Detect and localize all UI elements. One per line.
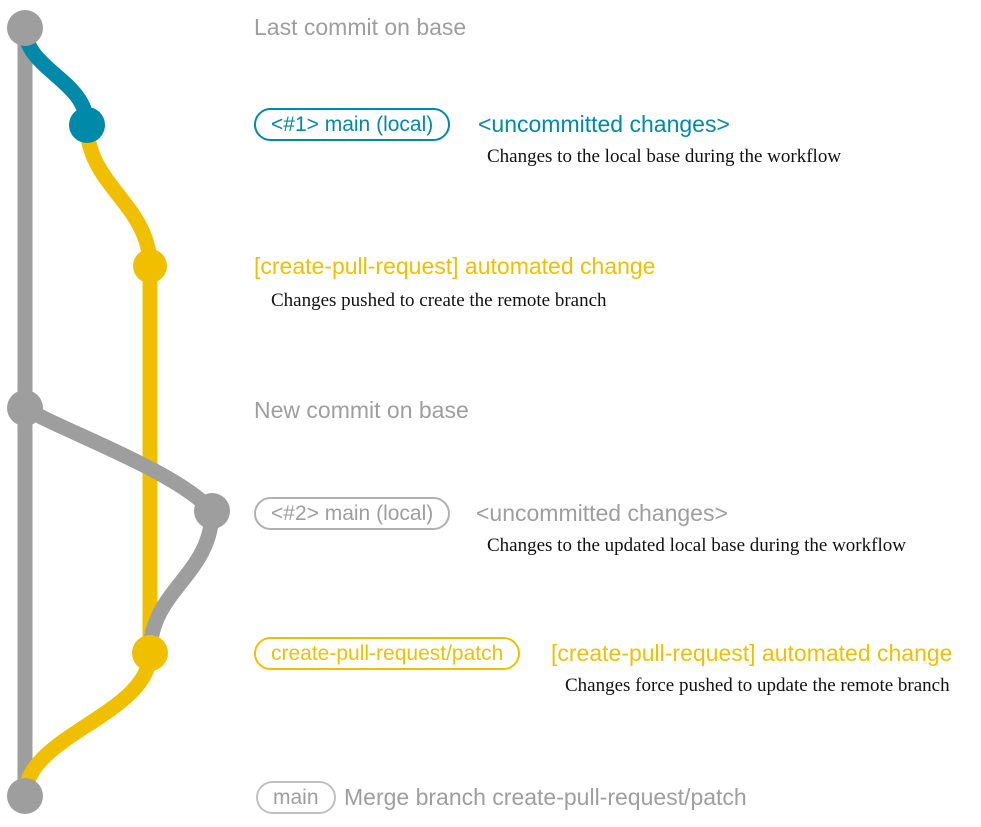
- row-automated-change-2-headline: [create-pull-request] automated change: [551, 640, 953, 666]
- badge-create-pull-request-patch-label: create-pull-request/patch: [271, 642, 504, 665]
- badge-main-local-2-label: <#2> main (local): [271, 502, 434, 525]
- row-automated-change-1-headline: [create-pull-request] automated change: [254, 253, 656, 279]
- commit-node-local-1: [69, 107, 105, 143]
- badge-main-label: main: [273, 786, 319, 809]
- row-automated-change-2-subtext: Changes force pushed to update the remot…: [565, 675, 950, 696]
- commit-node-patch-2: [132, 635, 168, 671]
- commit-node-base-2: [7, 390, 43, 426]
- row-new-commit-on-base-headline: New commit on base: [254, 397, 469, 423]
- commit-node-base-1: [7, 10, 43, 46]
- edge-patch2-to-base3: [17, 645, 158, 804]
- badge-create-pull-request-patch[interactable]: create-pull-request/patch: [254, 637, 521, 670]
- badge-main-local-1-label: <#1> main (local): [271, 113, 434, 136]
- row-local-uncommitted-2-headline: <uncommitted changes>: [476, 500, 728, 526]
- row-last-commit-on-base-headline: Last commit on base: [254, 14, 467, 40]
- row-local-uncommitted-1-subtext: Changes to the local base during the wor…: [487, 146, 842, 167]
- row-automated-change-1-subtext: Changes pushed to create the remote bran…: [271, 290, 607, 311]
- edge-local1-to-patch1: [79, 117, 158, 274]
- edge-local2-to-patch2: [142, 503, 220, 661]
- commit-node-local-2: [194, 493, 230, 529]
- badge-main-local-2[interactable]: <#2> main (local): [254, 497, 451, 530]
- badge-main[interactable]: main: [256, 781, 336, 814]
- row-local-uncommitted-1-headline: <uncommitted changes>: [478, 111, 730, 137]
- badge-main-local-1[interactable]: <#1> main (local): [254, 108, 451, 141]
- commit-node-patch-1: [133, 249, 167, 283]
- row-merge-commit-headline: Merge branch create-pull-request/patch: [344, 784, 747, 810]
- edge-base2-to-local2: [17, 400, 220, 519]
- row-local-uncommitted-2-subtext: Changes to the updated local base during…: [487, 535, 906, 556]
- commit-node-base-3: [7, 778, 43, 814]
